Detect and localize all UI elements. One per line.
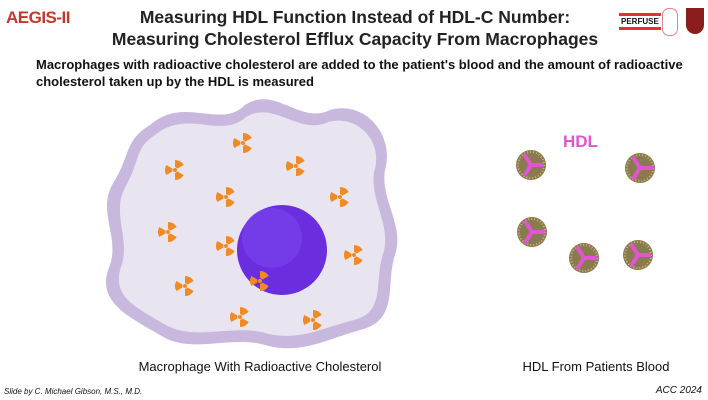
radiation-icon: [330, 187, 349, 207]
aegis-logo: AEGIS-II: [6, 8, 71, 27]
radiation-icon: [286, 156, 305, 176]
harvard-shield-logo: [686, 8, 704, 34]
hdl-particle: [623, 240, 653, 270]
hdl-particle: [516, 150, 546, 180]
radiation-icon: [158, 222, 177, 242]
radiation-icon: [230, 307, 249, 327]
radiation-icon: [344, 245, 363, 265]
nucleus-highlight: [242, 208, 302, 268]
slide-subtitle: Macrophages with radioactive cholesterol…: [36, 57, 683, 89]
radiation-icon: [216, 187, 235, 207]
radiation-icon: [233, 133, 252, 153]
hdl-caption: HDL From Patients Blood: [522, 359, 670, 374]
radiation-icon: [175, 276, 194, 296]
event-label: ACC 2024: [655, 385, 702, 396]
perfuse-logo: PERFUSE: [619, 13, 661, 30]
hdl-particle: [625, 153, 655, 183]
radiation-icon: [165, 160, 184, 180]
macrophage-caption: Macrophage With Radioactive Cholesterol: [138, 359, 382, 374]
hdl-label: HDL: [563, 132, 598, 151]
title-line-2: Measuring Cholesterol Efflux Capacity Fr…: [111, 29, 599, 49]
title-line-1: Measuring HDL Function Instead of HDL-C …: [139, 7, 571, 27]
radiation-icon: [303, 310, 322, 330]
radiation-icon: [250, 271, 269, 291]
slide-credit: Slide by C. Michael Gibson, M.S., M.D.: [4, 387, 143, 396]
radiation-icon: [216, 236, 235, 256]
seal-logo: [662, 8, 678, 36]
slide-title: Measuring HDL Function Instead of HDL-C …: [100, 6, 610, 50]
hdl-particle: [569, 243, 599, 273]
hdl-particle: [517, 217, 547, 247]
